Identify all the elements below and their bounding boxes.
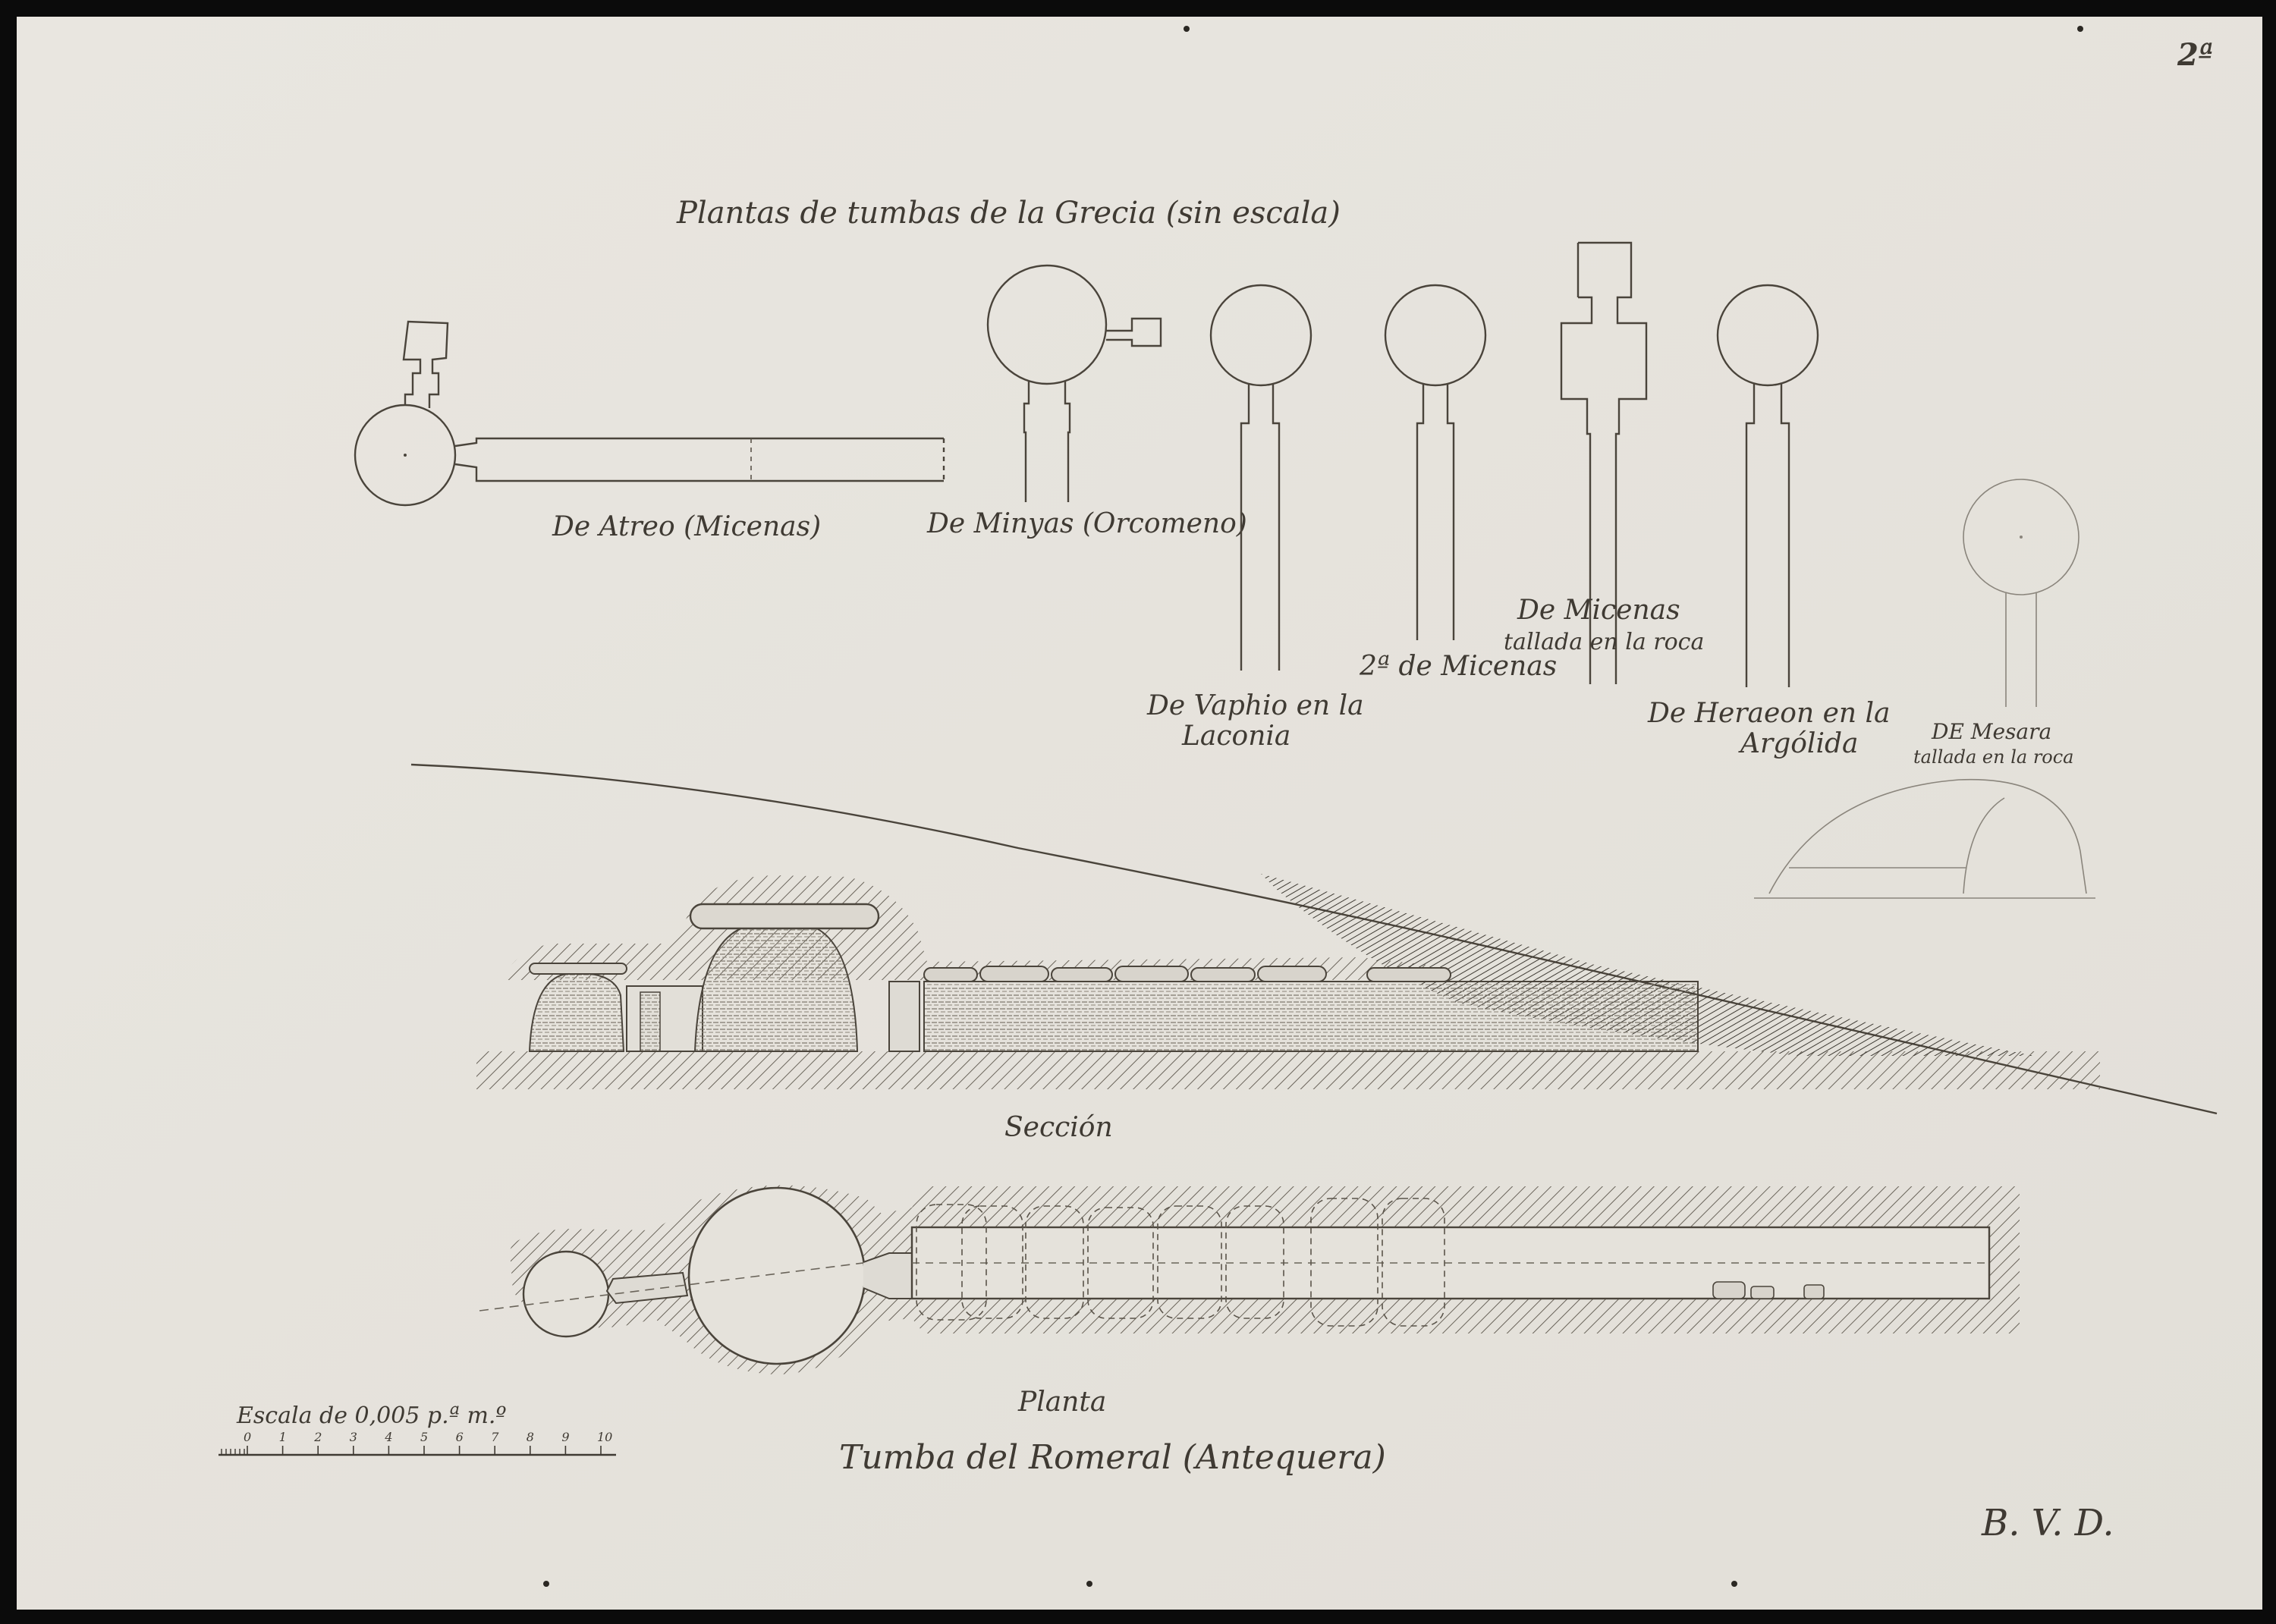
scale-tick-label: 8 xyxy=(527,1430,534,1444)
drawing-sheet: 2ª Plantas de tumbas de la Grecia (sin e… xyxy=(17,17,2262,1610)
sheet-number: 2ª xyxy=(2177,37,2213,73)
scale-tick-label: 6 xyxy=(456,1430,464,1444)
label-section: Sección xyxy=(1004,1112,1113,1143)
scale-tick-label: 10 xyxy=(597,1430,612,1444)
scale-tick-label: 5 xyxy=(420,1430,428,1444)
label-micenas-roca-1: De Micenas xyxy=(1517,595,1680,626)
plan-view: Planta xyxy=(479,1185,2020,1418)
label-micenas-roca-2: tallada en la roca xyxy=(1504,629,1704,655)
scale-tick-label: 2 xyxy=(313,1430,322,1444)
plan-micenas-2: 2ª de Micenas xyxy=(1359,284,1557,682)
label-mesara-1: DE Mesara xyxy=(1931,719,2051,744)
scale-tick-label: 7 xyxy=(491,1430,499,1444)
main-title: Tumba del Romeral (Antequera) xyxy=(839,1438,1386,1477)
label-plan: Planta xyxy=(1017,1387,1106,1418)
scale-bar: Escala de 0,005 p.ª m.º 0 1 2 3 4 5 6 7 8 9 10 xyxy=(218,1403,616,1456)
scale-tick-label: 0 xyxy=(244,1430,251,1444)
signature: B. V. D. xyxy=(1981,1502,2114,1544)
label-mesara-2: tallada en la roca xyxy=(1913,746,2074,768)
scale-tick-label: 3 xyxy=(350,1430,357,1444)
plan-minyas: De Minyas (Orcomeno) xyxy=(926,264,1247,539)
scale-tick-label: 9 xyxy=(561,1430,569,1444)
label-heraeon-1: De Heraeon en la xyxy=(1647,698,1891,729)
label-vaphio-2: Laconia xyxy=(1181,721,1290,752)
scale-tick-label: 4 xyxy=(384,1430,392,1444)
paper xyxy=(17,17,2262,1610)
plan-micenas-roca: De Micenas tallada en la roca xyxy=(1504,241,1704,684)
plan-heraeon: De Heraeon en la Argólida xyxy=(1647,284,1891,759)
section-view: Sección xyxy=(410,763,2218,1143)
label-atreo: De Atreo (Micenas) xyxy=(552,511,821,542)
scale-label: Escala de 0,005 p.ª m.º xyxy=(236,1403,507,1429)
label-heraeon-2: Argólida xyxy=(1738,728,1858,759)
drawing-canvas: 2ª Plantas de tumbas de la Grecia (sin e… xyxy=(17,17,2262,1610)
scale-ticks: 0 1 2 3 4 5 6 7 8 9 10 xyxy=(221,1430,612,1455)
plans-title: Plantas de tumbas de la Grecia (sin esca… xyxy=(676,196,1341,231)
plan-mesara: DE Mesara tallada en la roca xyxy=(1754,479,2095,899)
plan-atreo: De Atreo (Micenas) xyxy=(354,320,945,542)
plan-vaphio: De Vaphio en la Laconia xyxy=(1146,284,1364,752)
label-micenas-2: 2ª de Micenas xyxy=(1359,651,1557,682)
scale-tick-label: 1 xyxy=(279,1430,287,1444)
label-minyas: De Minyas (Orcomeno) xyxy=(926,508,1247,539)
label-vaphio-1: De Vaphio en la xyxy=(1146,690,1364,721)
pin-holes xyxy=(543,26,2083,1587)
